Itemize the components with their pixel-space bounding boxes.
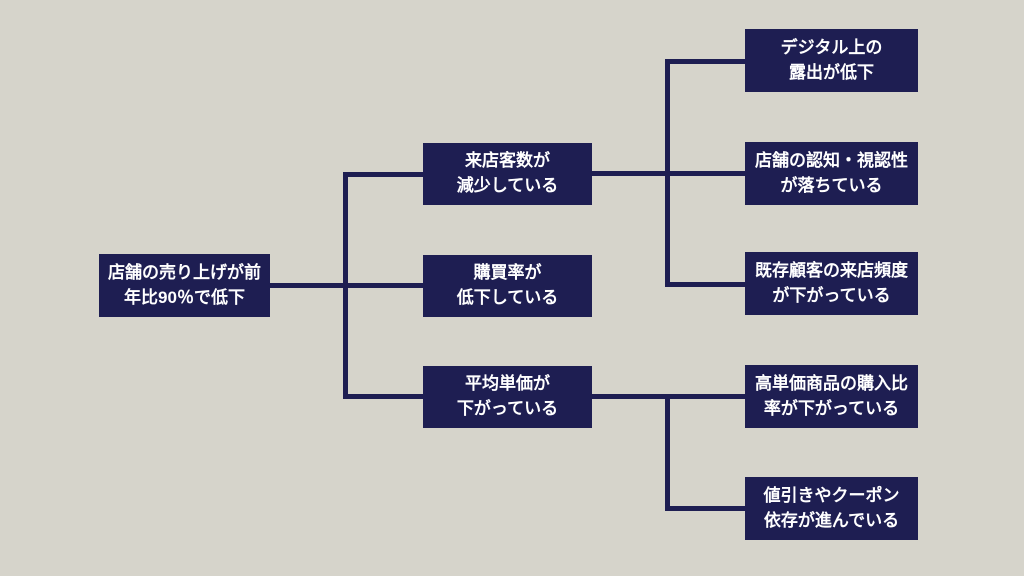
connector-branch-repeat-visit-frequency [665,282,745,287]
connector-branch-digital-exposure [665,59,745,64]
connector-trunk-price-children [665,394,670,511]
node-root-sales-decline: 店舗の売り上げが前 年比90％で低下 [99,254,270,317]
connector-trunk-level2 [343,172,348,399]
node-repeat-visit-frequency-decline: 既存顧客の来店頻度 が下がっている [745,252,918,315]
node-store-visibility-decline: 店舗の認知・視認性 が落ちている [745,142,918,205]
node-discount-coupon-dependence: 値引きやクーポン 依存が進んでいる [745,477,918,540]
node-visitor-count-decline: 来店客数が 減少している [423,143,592,205]
connector-branch-average-price [343,394,423,399]
connector-trunk-visitor-children [665,59,670,287]
node-high-price-purchase-ratio-decline: 高単価商品の購入比 率が下がっている [745,365,918,428]
connector-branch-discount-dependence [665,506,745,511]
node-average-price-decline: 平均単価が 下がっている [423,366,592,428]
connector-branch-visitor-count [343,172,423,177]
node-purchase-rate-decline: 購買率が 低下している [423,255,592,317]
node-digital-exposure-decline: デジタル上の 露出が低下 [745,29,918,92]
